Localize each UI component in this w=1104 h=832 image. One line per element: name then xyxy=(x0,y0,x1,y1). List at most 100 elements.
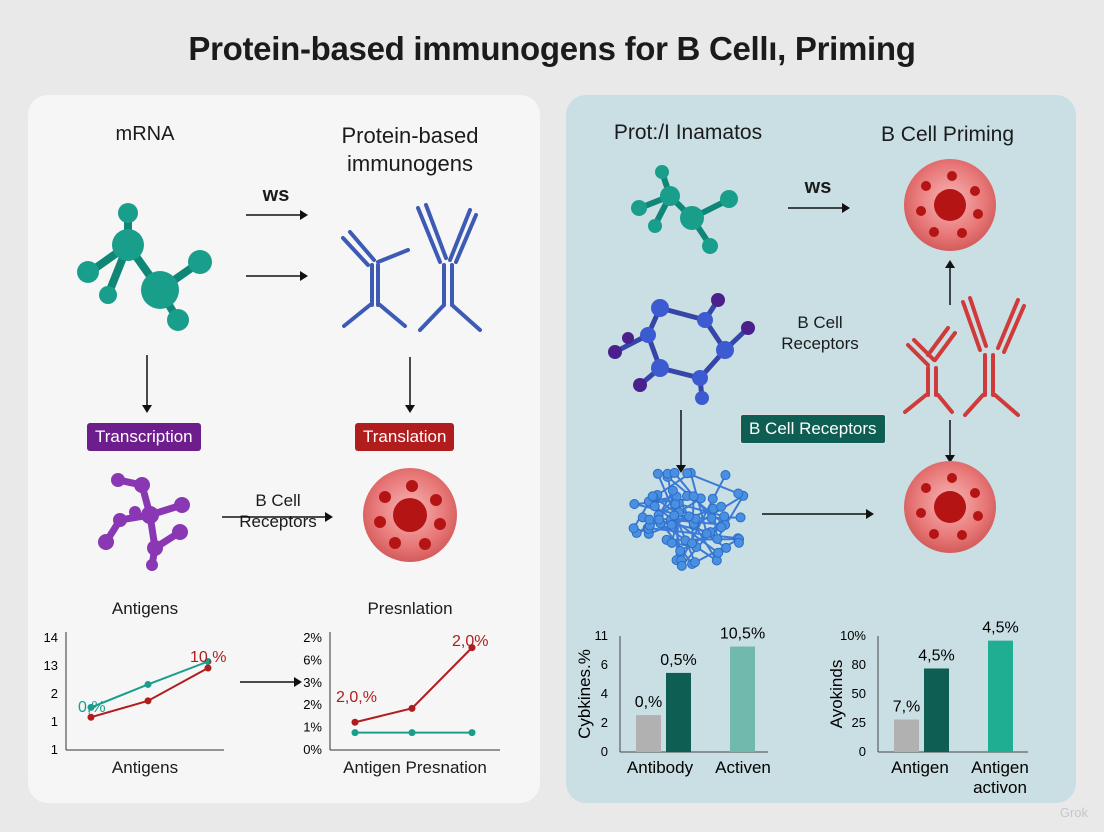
b-cell-icon xyxy=(904,159,996,251)
cluster-atom xyxy=(713,547,724,558)
purple-molecule xyxy=(98,473,190,571)
mrna-label: mRNA xyxy=(115,123,175,145)
category-label: activon xyxy=(973,778,1027,797)
bar-value-label: 4,5% xyxy=(982,620,1018,637)
y-tick-label: 10% xyxy=(840,628,866,643)
teal-molecule xyxy=(631,165,738,254)
category-label: Antibody xyxy=(627,758,694,777)
cluster-atom xyxy=(735,512,746,523)
cluster-atom xyxy=(701,528,712,539)
bcell-receptors-label-right: B Cell Receptors xyxy=(781,313,859,354)
cluster-atom xyxy=(669,467,680,478)
data-point xyxy=(408,704,416,712)
cluster-atom xyxy=(644,514,655,525)
bar xyxy=(636,715,661,752)
prot-inamatos-label: Prot:/I Inamatos xyxy=(613,121,763,144)
translation-tag: Translation xyxy=(355,423,455,451)
bar-value-label: 0,% xyxy=(635,694,663,711)
y-tick-label: 4 xyxy=(601,686,608,701)
cluster-atom xyxy=(721,542,732,553)
data-point xyxy=(87,703,95,711)
bar xyxy=(730,646,755,752)
cluster-atom xyxy=(666,519,677,530)
y-tick-label: 1 xyxy=(51,742,58,757)
presnlation-label: Presnlation xyxy=(367,599,453,618)
category-label: Antigen xyxy=(971,758,1029,777)
data-label: 0,% xyxy=(78,699,106,716)
antibody-red-icon xyxy=(903,296,1026,417)
data-point xyxy=(351,729,359,737)
bar-value-label: 10,5% xyxy=(720,626,765,643)
data-label: 2,0% xyxy=(452,633,488,650)
cluster-atom xyxy=(682,468,693,479)
y-tick-label: 14 xyxy=(44,630,58,645)
cluster-atom xyxy=(719,511,730,522)
category-label: Antigen xyxy=(891,758,949,777)
antigens-label: Antigens xyxy=(111,599,179,618)
data-label: 2,0,% xyxy=(336,689,377,706)
y-tick-label: 11 xyxy=(595,628,609,643)
data-label: 10,% xyxy=(190,649,226,666)
b-cell-icon xyxy=(363,468,457,562)
bcell-receptors-tag: B Cell Receptors xyxy=(740,414,886,444)
arrow-right-icon xyxy=(246,210,308,281)
protein-immunogens-label: Protein-based immunogens xyxy=(341,123,479,176)
y-tick-label: 2 xyxy=(51,686,58,701)
cluster-atom xyxy=(707,493,718,504)
y-axis-label: Ayokinds xyxy=(827,660,846,729)
chart2-xlabel: Antigen Presnation xyxy=(343,758,487,777)
antigen-cluster-icon xyxy=(628,467,749,571)
y-tick-label: 0% xyxy=(303,742,322,757)
y-tick-label: 13 xyxy=(44,658,58,673)
transcription-tag: Transcription xyxy=(87,423,201,451)
bar xyxy=(988,640,1013,752)
arrow-right-icon xyxy=(222,512,333,522)
y-tick-label: 2 xyxy=(601,715,608,730)
arrow-down-icon xyxy=(676,410,955,473)
antibody-blue-icon xyxy=(341,203,482,332)
y-tick-label: 50 xyxy=(852,686,866,701)
cluster-atom xyxy=(689,557,700,568)
y-tick-label: 3% xyxy=(303,675,322,690)
cluster-atom xyxy=(716,522,727,533)
data-point xyxy=(408,729,416,737)
cluster-atom xyxy=(733,537,744,548)
y-tick-label: 0 xyxy=(601,744,608,759)
data-point xyxy=(468,729,476,737)
data-point xyxy=(204,664,212,672)
watermark: Grok xyxy=(1059,805,1088,820)
cluster-atom xyxy=(712,533,723,544)
bar-value-label: 4,5% xyxy=(918,647,954,664)
cluster-atom xyxy=(688,491,699,502)
y-axis-label: Cybkines.% xyxy=(575,649,594,739)
cluster-atom xyxy=(676,560,687,571)
cluster-atom xyxy=(716,501,727,512)
arrow-up-icon xyxy=(945,260,955,305)
cluster-atom xyxy=(652,468,663,479)
cluster-atom xyxy=(629,498,640,509)
arrow-right-icon xyxy=(788,203,850,213)
cluster-atom xyxy=(675,545,686,556)
cluster-atom xyxy=(733,488,744,499)
bar xyxy=(666,672,691,752)
cluster-atom xyxy=(647,491,658,502)
y-tick-label: 6% xyxy=(303,652,322,667)
cluster-atom xyxy=(687,538,698,549)
cluster-atom xyxy=(683,511,694,522)
b-cell-icon xyxy=(904,461,996,553)
bar-value-label: 0,5% xyxy=(660,652,696,669)
arrow-right-icon xyxy=(240,677,302,687)
cluster-atom xyxy=(654,514,665,525)
ws-label: ws xyxy=(262,184,290,206)
cluster-bond xyxy=(654,505,719,554)
page-title: Protein-based immunogens for B Cellı, Pr… xyxy=(188,30,916,67)
y-tick-label: 25 xyxy=(852,715,866,730)
cluster-atom xyxy=(670,499,681,510)
chart1-xlabel: Antigens xyxy=(111,758,179,777)
y-tick-label: 1 xyxy=(51,714,58,729)
bar xyxy=(924,668,949,752)
cluster-atom xyxy=(628,523,639,534)
line-chart-presentation: 2%6%3%2%1%0%2,0,%2,0% xyxy=(303,630,500,757)
